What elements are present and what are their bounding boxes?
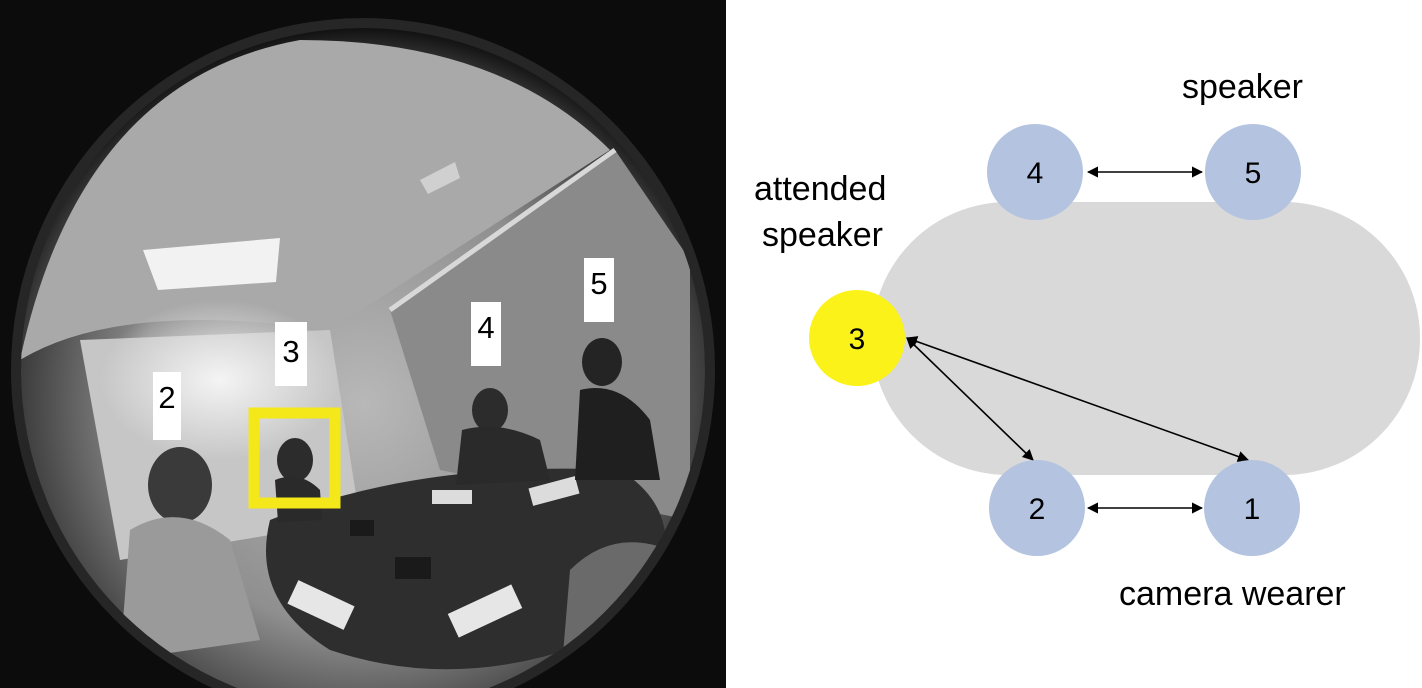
fisheye-photo-panel: 2 3 4 5 [0,0,726,688]
node-4-label: 4 [1027,157,1044,190]
ceiling-light-icon [143,238,280,290]
node-3-label: 3 [849,323,866,356]
node-5: 5 [1205,124,1301,220]
node-1-camera-wearer: 1 [1204,460,1300,556]
photo-label-3: 3 [275,322,307,386]
seating-diagram-svg: 4 5 3 2 1 [809,124,1420,556]
node-2: 2 [989,460,1085,556]
node-1-label: 1 [1244,493,1261,526]
node-3-attended: 3 [809,290,905,386]
attended-speaker-highlight [248,407,341,509]
table [266,468,666,670]
speaker-caption: speaker [1182,68,1303,106]
photo-label-5: 5 [584,258,614,322]
table-shape [872,202,1420,475]
photo-label-2: 2 [153,372,181,440]
vent-icon [420,162,460,194]
node-5-label: 5 [1245,157,1262,190]
node-4: 4 [987,124,1083,220]
attended-caption-line1: attended [754,170,887,208]
camera-wearer-caption: camera wearer [1119,575,1346,613]
fisheye-photo [11,18,715,688]
photo-label-4: 4 [471,302,501,366]
attended-caption-line2: speaker [762,216,883,254]
seating-diagram: 4 5 3 2 1 speaker attended speaker camer… [726,0,1422,688]
link-3-1 [905,336,1250,462]
node-2-label: 2 [1029,493,1046,526]
